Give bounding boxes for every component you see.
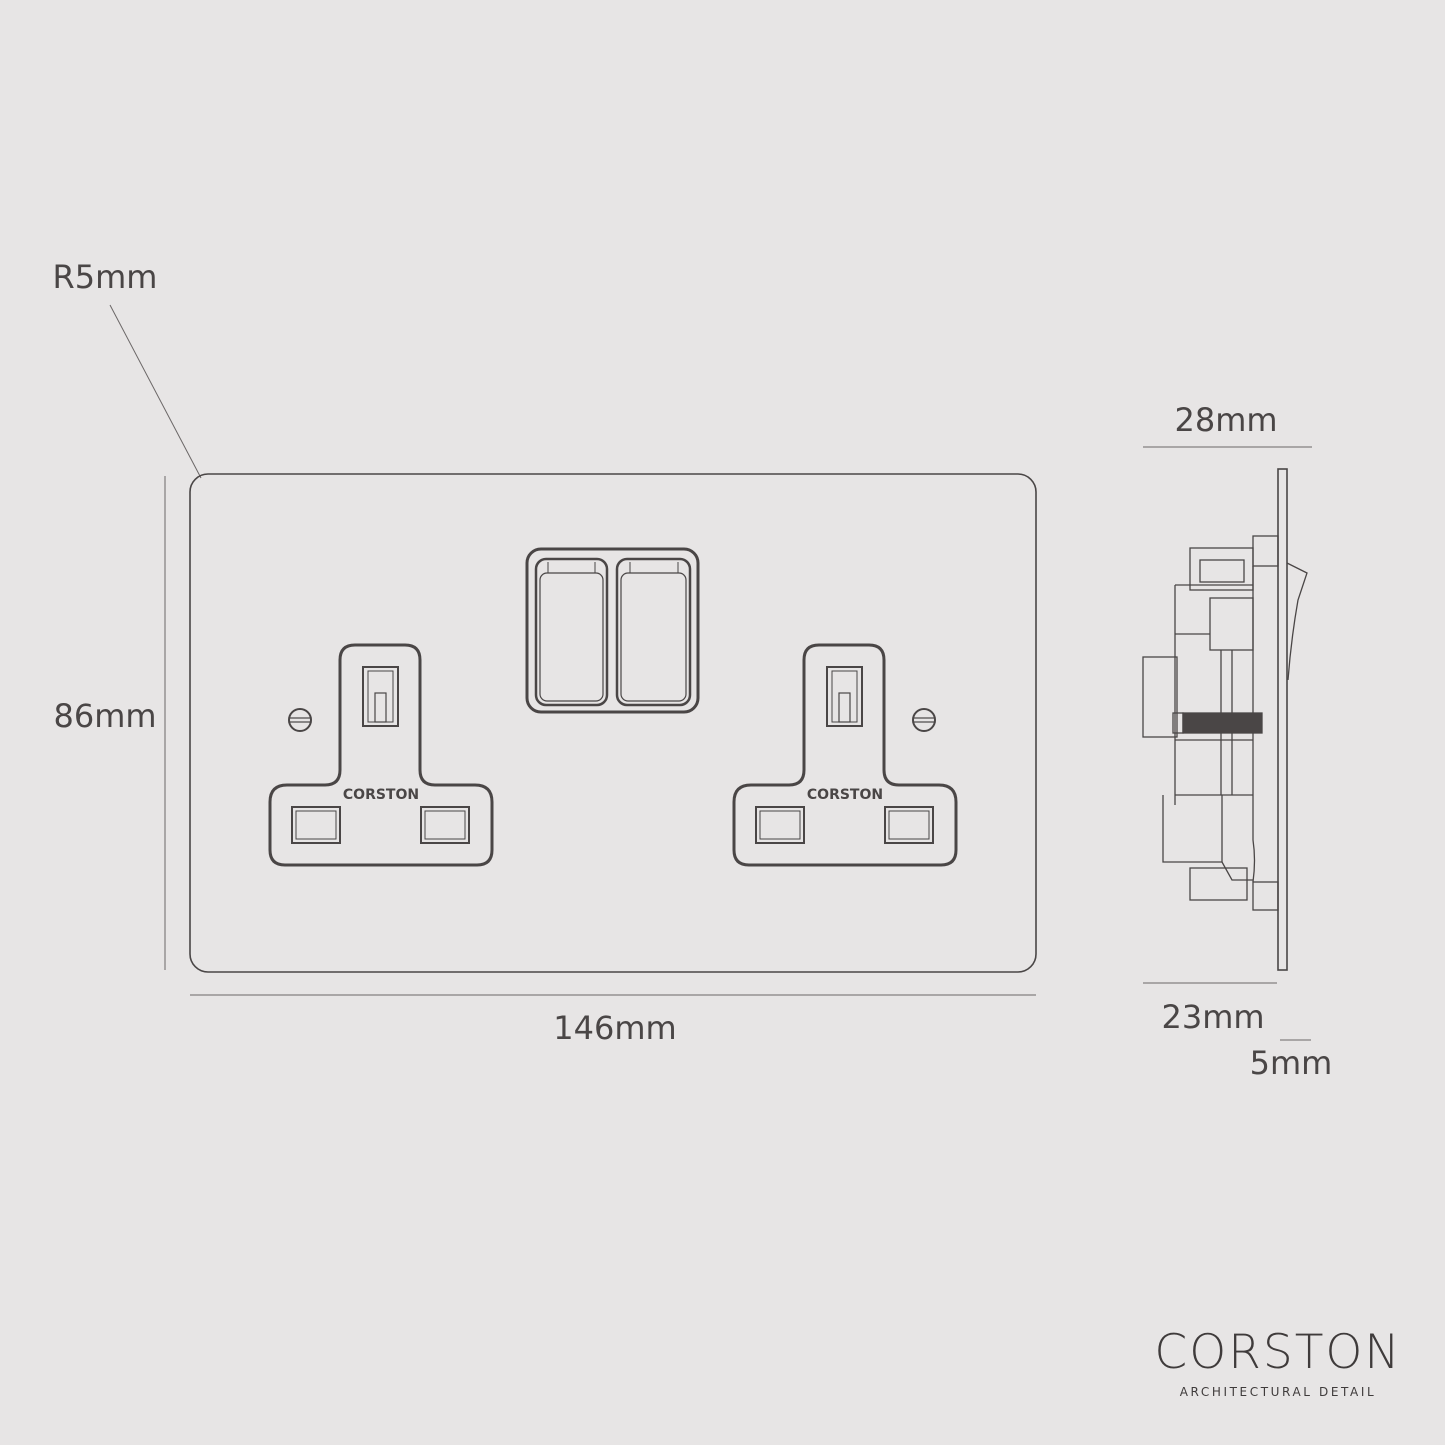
double-rocker-switch <box>525 547 700 714</box>
logo-tagline: ARCHITECTURAL DETAIL <box>1180 1385 1377 1399</box>
side-profile-view <box>1142 468 1308 971</box>
width-label: 146mm <box>553 1009 676 1047</box>
screw-left-icon <box>288 708 312 732</box>
faceplate <box>189 473 1037 973</box>
socket-brand-label-left: CORSTON <box>343 787 419 803</box>
plate-thickness-label: 5mm <box>1250 1044 1333 1082</box>
socket-right: CORSTON <box>732 643 958 867</box>
logo-wordmark: CORSTON <box>1154 1325 1401 1380</box>
radius-label: R5mm <box>53 258 158 296</box>
screw-right-icon <box>912 708 936 732</box>
height-label: 86mm <box>53 697 156 735</box>
socket-left: CORSTON <box>268 643 494 867</box>
mounting-screw-thread <box>1182 712 1263 734</box>
radius-leader-line <box>109 304 202 479</box>
corston-logo: CORSTON ARCHITECTURAL DETAIL <box>1154 1325 1401 1399</box>
depth-body-label: 23mm <box>1161 998 1264 1036</box>
socket-brand-label-right: CORSTON <box>807 787 883 803</box>
depth-total-label: 28mm <box>1174 401 1277 439</box>
